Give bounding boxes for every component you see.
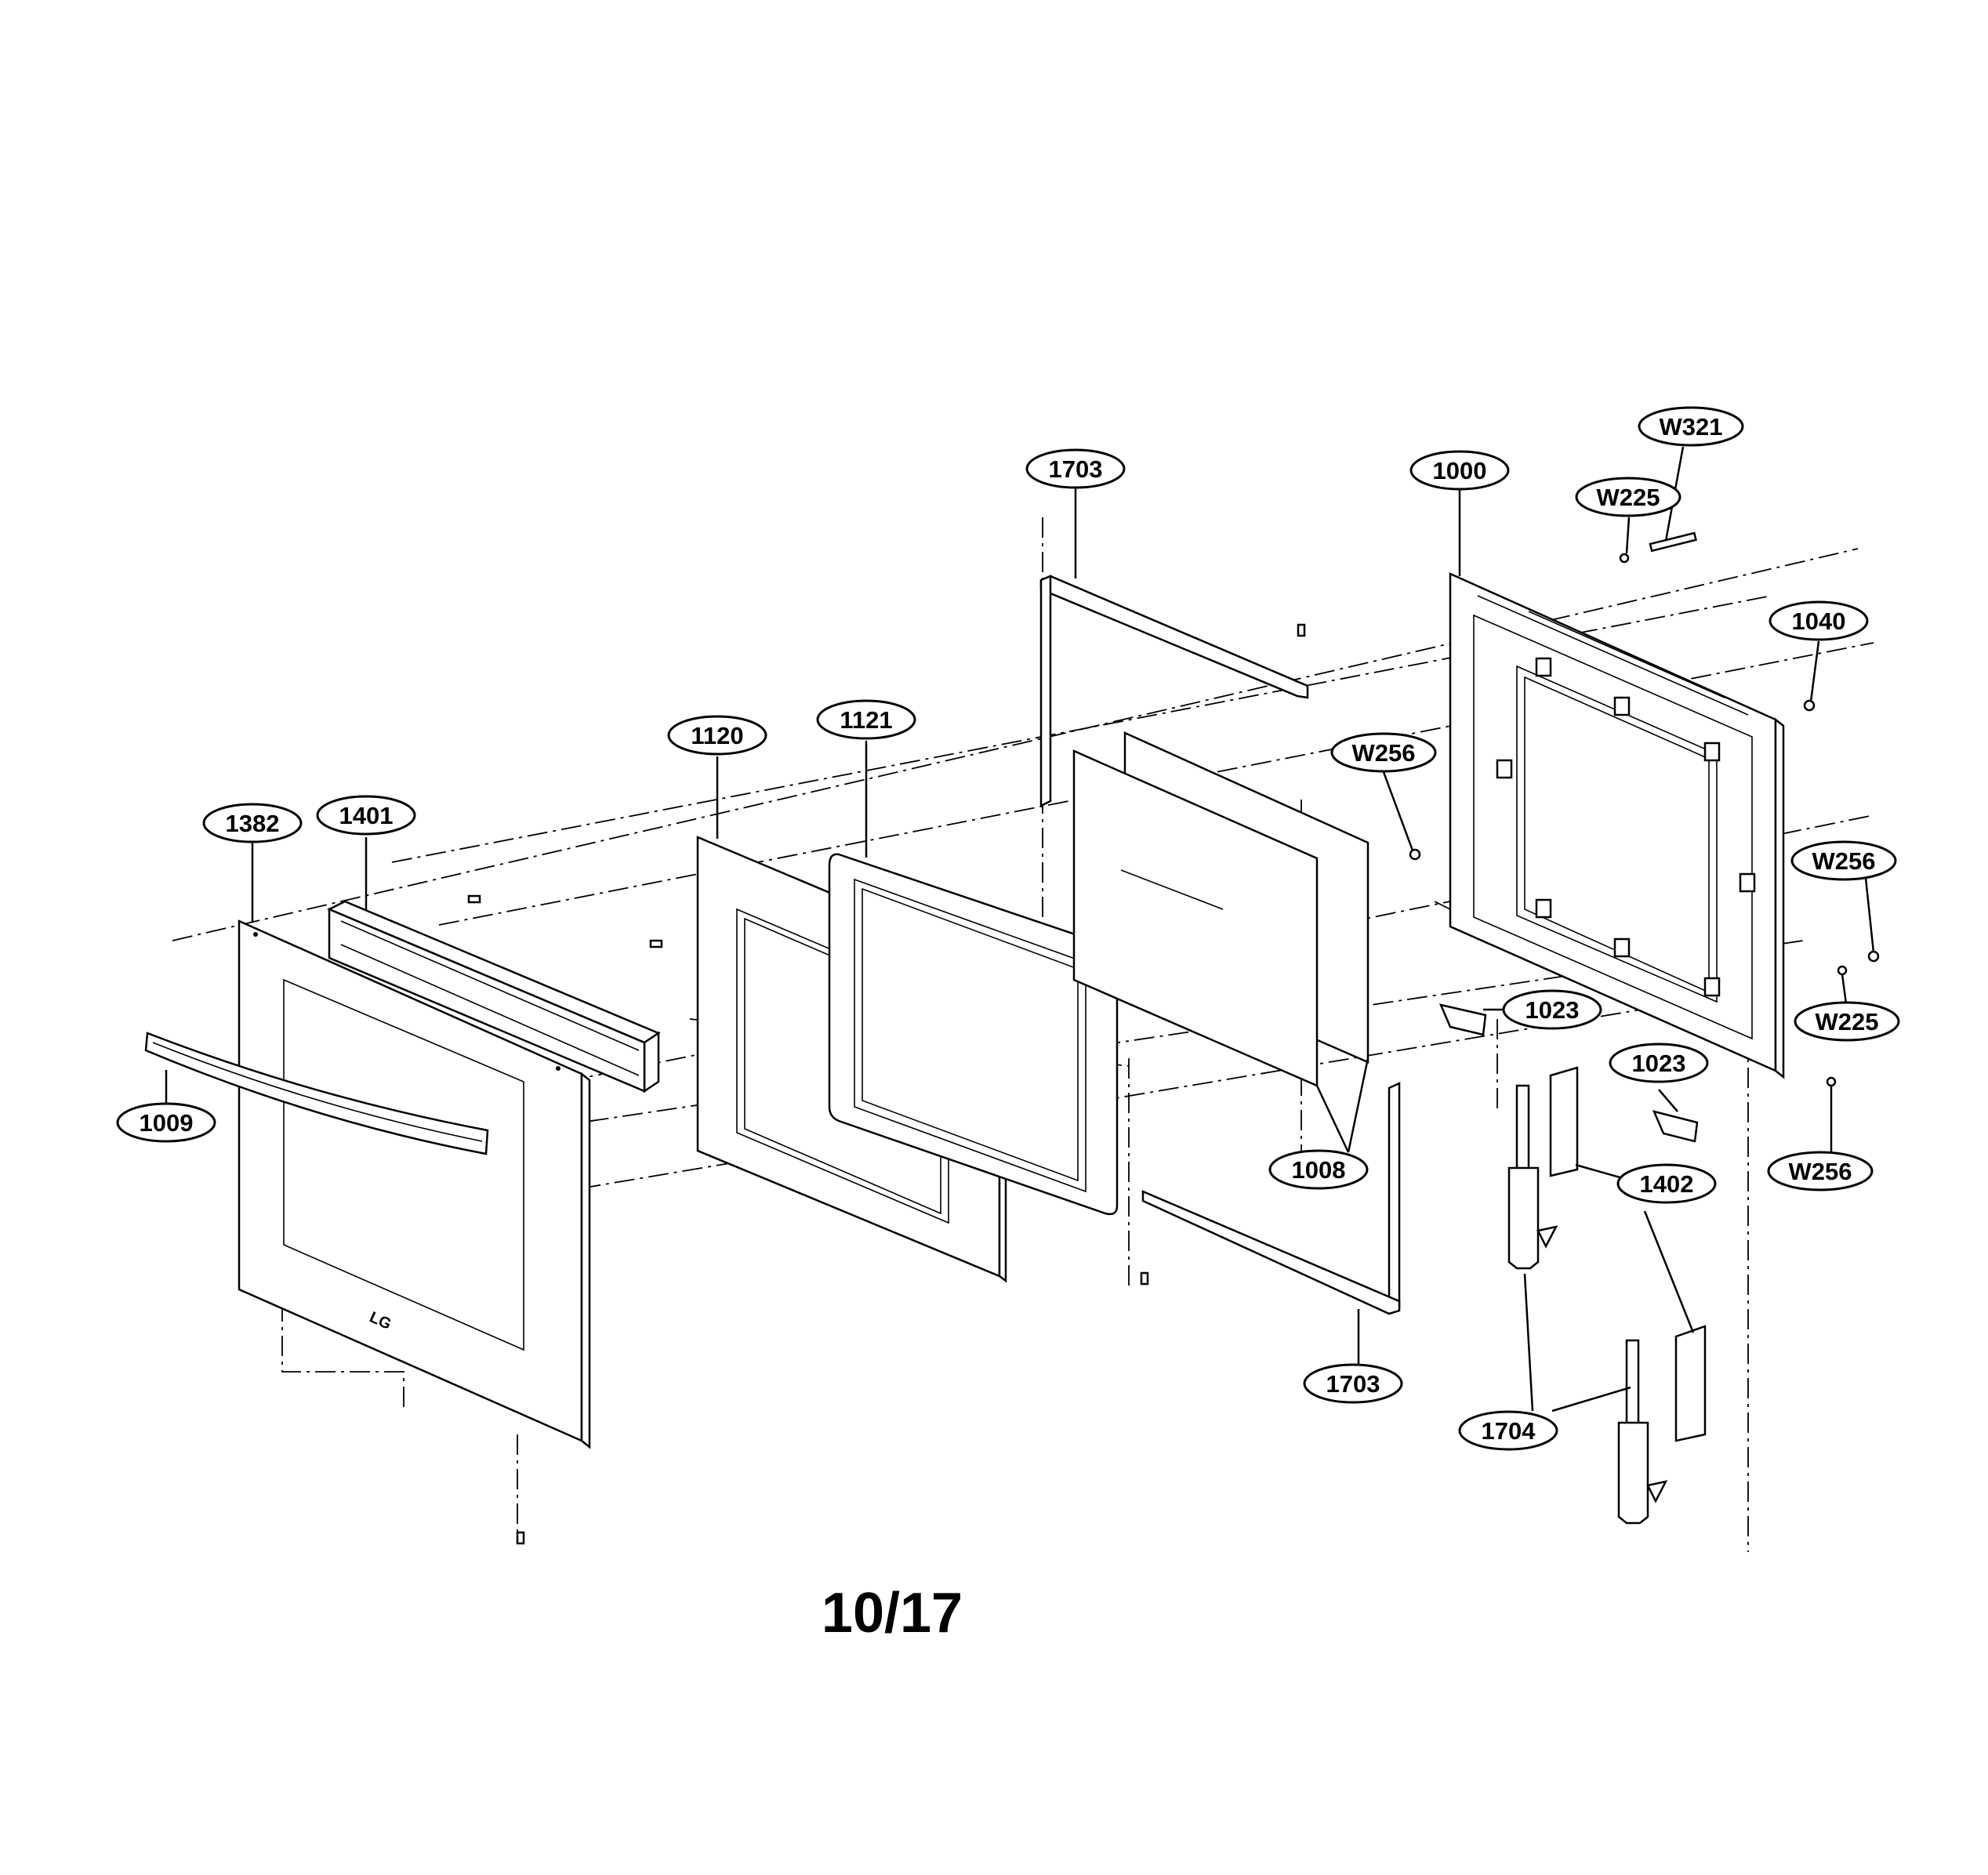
gasket-bottom xyxy=(1141,1082,1401,1315)
callout-1000: 1000 xyxy=(1409,450,1510,491)
glass-frame xyxy=(828,853,1119,1216)
callout-1009: 1009 xyxy=(116,1102,216,1143)
svg-text:1703: 1703 xyxy=(1049,455,1103,483)
hinges xyxy=(1507,1084,1668,1525)
svg-text:W225: W225 xyxy=(1816,1008,1879,1035)
callout-1382: 1382 xyxy=(202,803,303,843)
callout-1703-bottom: 1703 xyxy=(1303,1363,1403,1404)
callout-1023-left: 1023 xyxy=(1502,989,1602,1030)
svg-text:1382: 1382 xyxy=(226,810,280,837)
svg-text:1000: 1000 xyxy=(1433,457,1487,484)
callout-1704: 1704 xyxy=(1458,1410,1558,1451)
svg-text:1023: 1023 xyxy=(1525,996,1580,1024)
callout-1402: 1402 xyxy=(1616,1163,1717,1204)
callout-1008: 1008 xyxy=(1268,1149,1369,1190)
gasket-top xyxy=(1039,575,1309,808)
svg-text:W256: W256 xyxy=(1789,1158,1852,1185)
callout-1120: 1120 xyxy=(667,715,767,756)
screws xyxy=(467,623,1306,1545)
callout-w225-right: W225 xyxy=(1794,1001,1900,1042)
stoppers xyxy=(1438,1003,1699,1143)
svg-text:1023: 1023 xyxy=(1632,1050,1686,1077)
callout-1023-right: 1023 xyxy=(1609,1043,1709,1083)
top-trim xyxy=(327,900,661,1093)
outer-door-panel: LG xyxy=(238,919,591,1449)
glass-panels xyxy=(1072,731,1369,1087)
svg-text:1009: 1009 xyxy=(140,1109,194,1137)
page-number: 10/17 xyxy=(822,1582,963,1645)
svg-text:W321: W321 xyxy=(1660,413,1723,441)
svg-text:W225: W225 xyxy=(1597,484,1660,511)
callout-1703-top: 1703 xyxy=(1025,448,1126,489)
inner-door-panel xyxy=(1449,572,1785,1079)
hardware xyxy=(1409,531,1880,1087)
callout-w256-right: W256 xyxy=(1790,840,1897,881)
callout-w256-bottom: W256 xyxy=(1767,1151,1874,1191)
svg-text:1120: 1120 xyxy=(691,722,743,749)
svg-text:1008: 1008 xyxy=(1292,1156,1346,1184)
svg-text:1704: 1704 xyxy=(1482,1417,1536,1445)
svg-text:1703: 1703 xyxy=(1326,1370,1380,1398)
callout-1401: 1401 xyxy=(316,795,416,836)
svg-text:1121: 1121 xyxy=(840,706,892,734)
door-handle xyxy=(144,1032,489,1155)
callout-w225-top: W225 xyxy=(1575,477,1681,517)
callout-w321: W321 xyxy=(1638,406,1744,447)
svg-text:1401: 1401 xyxy=(339,802,394,829)
hinge-covers xyxy=(1549,1066,1707,1442)
callout-1040: 1040 xyxy=(1769,600,1869,641)
svg-text:1040: 1040 xyxy=(1792,607,1846,635)
svg-text:1402: 1402 xyxy=(1640,1170,1694,1198)
svg-text:W256: W256 xyxy=(1352,739,1416,767)
svg-text:W256: W256 xyxy=(1812,847,1876,875)
callout-1121: 1121 xyxy=(816,699,916,740)
callout-w256-mid: W256 xyxy=(1330,732,1437,773)
